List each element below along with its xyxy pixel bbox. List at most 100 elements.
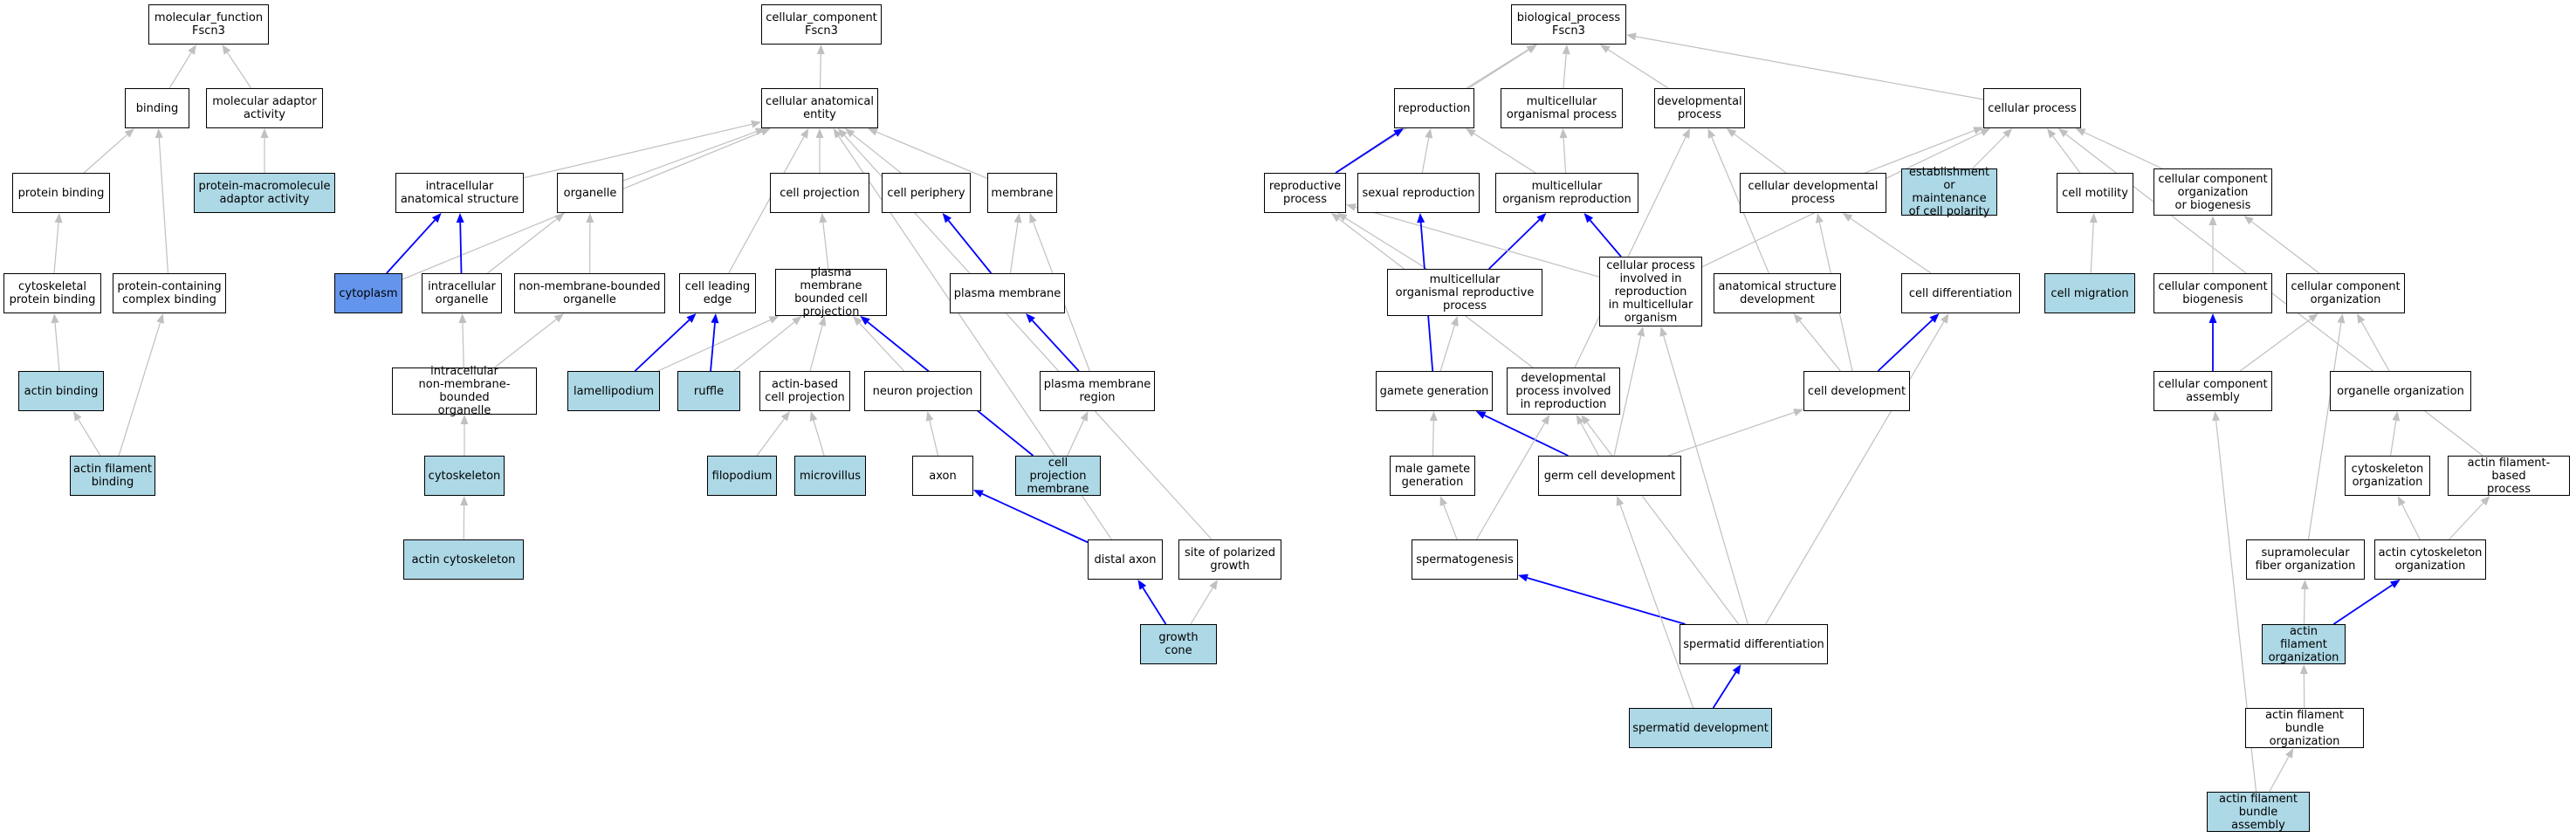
node-protein-macromolecule-adaptor-activity[interactable]: protein-macromolecule adaptor activity — [194, 173, 335, 213]
node-reproductive-process[interactable]: reproductive process — [1264, 173, 1346, 213]
node-actin-filament-based-process[interactable]: actin filament-based process — [2448, 456, 2570, 496]
node-site-of-polarized-growth[interactable]: site of polarized growth — [1178, 539, 1281, 580]
node-cellular-process[interactable]: cellular process — [1983, 88, 2081, 128]
node-axon[interactable]: axon — [912, 456, 973, 496]
node-cell-leading-edge[interactable]: cell leading edge — [679, 273, 756, 313]
node-molecular-adaptor-activity[interactable]: molecular adaptor activity — [206, 88, 323, 128]
arrowhead-cytoskeletal_pb-to-protein_binding — [54, 213, 63, 223]
node-molecular-function-root[interactable]: molecular_function Fscn3 — [148, 4, 269, 45]
node-filopodium[interactable]: filopodium — [707, 456, 777, 496]
edge-cell_motility-to-cellular_process — [2052, 135, 2081, 174]
node-multicellular-organismal-reproductive-process[interactable]: multicellular organismal reproductive pr… — [1387, 269, 1542, 316]
node-protein-containing-complex-binding[interactable]: protein-containing complex binding — [113, 273, 226, 313]
node-multicellular-organismal-process[interactable]: multicellular organismal process — [1501, 88, 1623, 128]
node-cellular-developmental-process[interactable]: cellular developmental process — [1740, 173, 1886, 213]
node-actin-filament-organization[interactable]: actin filament organization — [2262, 624, 2346, 664]
node-cellular-process-involved-in-reproduction[interactable]: cellular process involved in reproductio… — [1599, 257, 1702, 326]
arrowhead-cell_proj_membrane-to-pm_bounded_proj — [860, 316, 870, 326]
node-actin-binding[interactable]: actin binding — [18, 371, 104, 411]
node-supramolecular-fiber-organization[interactable]: supramolecular fiber organization — [2246, 539, 2365, 580]
node-membrane[interactable]: membrane — [987, 173, 1057, 213]
arrowhead-cell_proj_membrane-to-pm_region — [1080, 411, 1089, 422]
node-actin-cytoskeleton-organization[interactable]: actin cytoskeleton organization — [2374, 539, 2486, 580]
node-multicellular-organism-reproduction[interactable]: multicellular organism reproduction — [1495, 173, 1638, 213]
arrowhead-cytoplasm-to-intracell_anat — [431, 213, 442, 223]
node-ruffle[interactable]: ruffle — [677, 371, 740, 411]
edge-cell_dev_proc-to-cellular_process — [1865, 130, 1975, 174]
node-cytoskeleton[interactable]: cytoskeleton — [424, 456, 505, 496]
node-male-gamete-generation[interactable]: male gamete generation — [1390, 456, 1475, 496]
node-anatomical-structure-development[interactable]: anatomical structure development — [1714, 273, 1841, 313]
node-cellular-component-organization-or-biogenesis[interactable]: cellular component organization or bioge… — [2154, 168, 2272, 216]
node-spermatogenesis[interactable]: spermatogenesis — [1412, 539, 1518, 580]
node-cellular-component-assembly[interactable]: cellular component assembly — [2154, 371, 2272, 411]
node-actin-filament-binding[interactable]: actin filament binding — [70, 456, 155, 496]
node-cell-periphery[interactable]: cell periphery — [882, 173, 971, 213]
edge-cell_migration-to-cell_motility — [2090, 222, 2094, 274]
node-growth-cone[interactable]: growth cone — [1140, 624, 1217, 664]
node-neuron-projection[interactable]: neuron projection — [864, 371, 981, 411]
node-cell-migration[interactable]: cell migration — [2044, 273, 2135, 313]
node-binding[interactable]: binding — [125, 88, 189, 128]
arrowhead-gamete_gen-to-sexual_repro — [1417, 213, 1425, 223]
node-intracellular-anatomical-structure[interactable]: intracellular anatomical structure — [395, 173, 524, 213]
edge-developmental_proc-to-bp_root — [1607, 49, 1669, 89]
arrowhead-spermatogenesis-to-dev_proc_repro — [1541, 415, 1550, 425]
node-germ-cell-development[interactable]: germ cell development — [1538, 456, 1681, 496]
edge-intracell_organelle-to-organelle — [487, 218, 558, 274]
node-cell-projection[interactable]: cell projection — [770, 173, 869, 213]
node-establishment-or-maintenance-of-cell-polarity[interactable]: establishment or maintenance of cell pol… — [1901, 166, 1997, 218]
node-microvillus[interactable]: microvillus — [794, 456, 866, 496]
edge-cc_assembly-to-cc_organization — [2239, 319, 2312, 372]
node-cell-development[interactable]: cell development — [1803, 371, 1910, 411]
node-protein-binding[interactable]: protein binding — [12, 173, 110, 213]
node-intracellular-non-membrane-bounded-organelle[interactable]: intracellular non-membrane-bounded organ… — [392, 365, 537, 417]
node-distal-axon[interactable]: distal axon — [1088, 539, 1163, 580]
node-cellular-component-root[interactable]: cellular_component Fscn3 — [761, 4, 882, 45]
node-cell-differentiation[interactable]: cell differentiation — [1901, 273, 2020, 313]
arrowhead-site_polarized-to-cell_anat_entity — [837, 128, 848, 139]
node-organelle[interactable]: organelle — [557, 173, 623, 213]
node-reproduction[interactable]: reproduction — [1394, 88, 1474, 128]
node-actin-filament-bundle-assembly[interactable]: actin filament bundle assembly — [2207, 792, 2310, 832]
arrowhead-cell_development-to-cell_diff — [1929, 313, 1940, 323]
arrowhead-cellular_process-to-bp_root — [1626, 32, 1637, 41]
edge-spermatogenesis-to-male_gamete_gen — [1443, 505, 1458, 540]
node-cell-motility[interactable]: cell motility — [2057, 173, 2133, 213]
node-cytoskeleton-organization[interactable]: cytoskeleton organization — [2345, 456, 2430, 496]
edge-cellular_process-to-bp_root — [1635, 36, 1984, 100]
node-cytoplasm[interactable]: cytoplasm — [334, 273, 402, 313]
node-organelle-organization[interactable]: organelle organization — [2330, 371, 2471, 411]
node-biological-process-root[interactable]: biological_process Fscn3 — [1511, 4, 1626, 45]
arrowhead-actin_filament_proc-to-cellular_process — [2057, 128, 2069, 138]
arrowhead-non_membrane_org-to-organelle — [586, 213, 594, 223]
node-cellular-anatomical-entity[interactable]: cellular anatomical entity — [761, 88, 878, 128]
node-gamete-generation[interactable]: gamete generation — [1376, 371, 1493, 411]
arrowhead-cc_org_biogenesis-to-cellular_process — [2075, 128, 2086, 136]
node-cell-projection-membrane[interactable]: cell projection membrane — [1015, 456, 1101, 496]
node-non-membrane-bounded-organelle[interactable]: non-membrane-bounded organelle — [514, 273, 665, 313]
node-lamellipodium[interactable]: lamellipodium — [567, 371, 660, 411]
edge-membrane-to-cell_anat_entity — [876, 131, 988, 179]
node-spermatid-development[interactable]: spermatid development — [1629, 708, 1772, 748]
arrowhead-actin_filament_bundle_asm-to-cc_assembly — [2212, 411, 2221, 422]
node-cellular-component-biogenesis[interactable]: cellular component biogenesis — [2154, 273, 2272, 313]
node-cellular-component-organization[interactable]: cellular component organization — [2286, 273, 2405, 313]
node-spermatid-differentiation[interactable]: spermatid differentiation — [1680, 624, 1828, 664]
arrowhead-spermatid_diff-to-cell_diff — [1940, 313, 1949, 324]
node-actin-based-cell-projection[interactable]: actin-based cell projection — [759, 371, 850, 411]
arrowhead-microvillus-to-actin_based_proj — [809, 411, 818, 422]
node-plasma-membrane-region[interactable]: plasma membrane region — [1040, 371, 1155, 411]
node-plasma-membrane[interactable]: plasma membrane — [950, 273, 1065, 313]
node-developmental-process-involved-in-reproduction[interactable]: developmental process involved in reprod… — [1507, 367, 1620, 415]
node-plasma-membrane-bounded-cell-projection[interactable]: plasma membrane bounded cell projection — [775, 266, 887, 319]
edge-cell_leading_edge-to-cell_anat_entity — [728, 136, 805, 274]
node-developmental-process[interactable]: developmental process — [1654, 88, 1745, 128]
node-cytoskeletal-protein-binding[interactable]: cytoskeletal protein binding — [3, 273, 101, 313]
node-actin-filament-bundle-organization[interactable]: actin filament bundle organization — [2245, 708, 2364, 748]
node-intracellular-organelle[interactable]: intracellular organelle — [422, 273, 502, 313]
node-sexual-reproduction[interactable]: sexual reproduction — [1357, 173, 1480, 213]
node-actin-cytoskeleton[interactable]: actin cytoskeleton — [403, 539, 524, 580]
arrowhead-estab_polarity-to-cellular_process — [2002, 128, 2013, 138]
